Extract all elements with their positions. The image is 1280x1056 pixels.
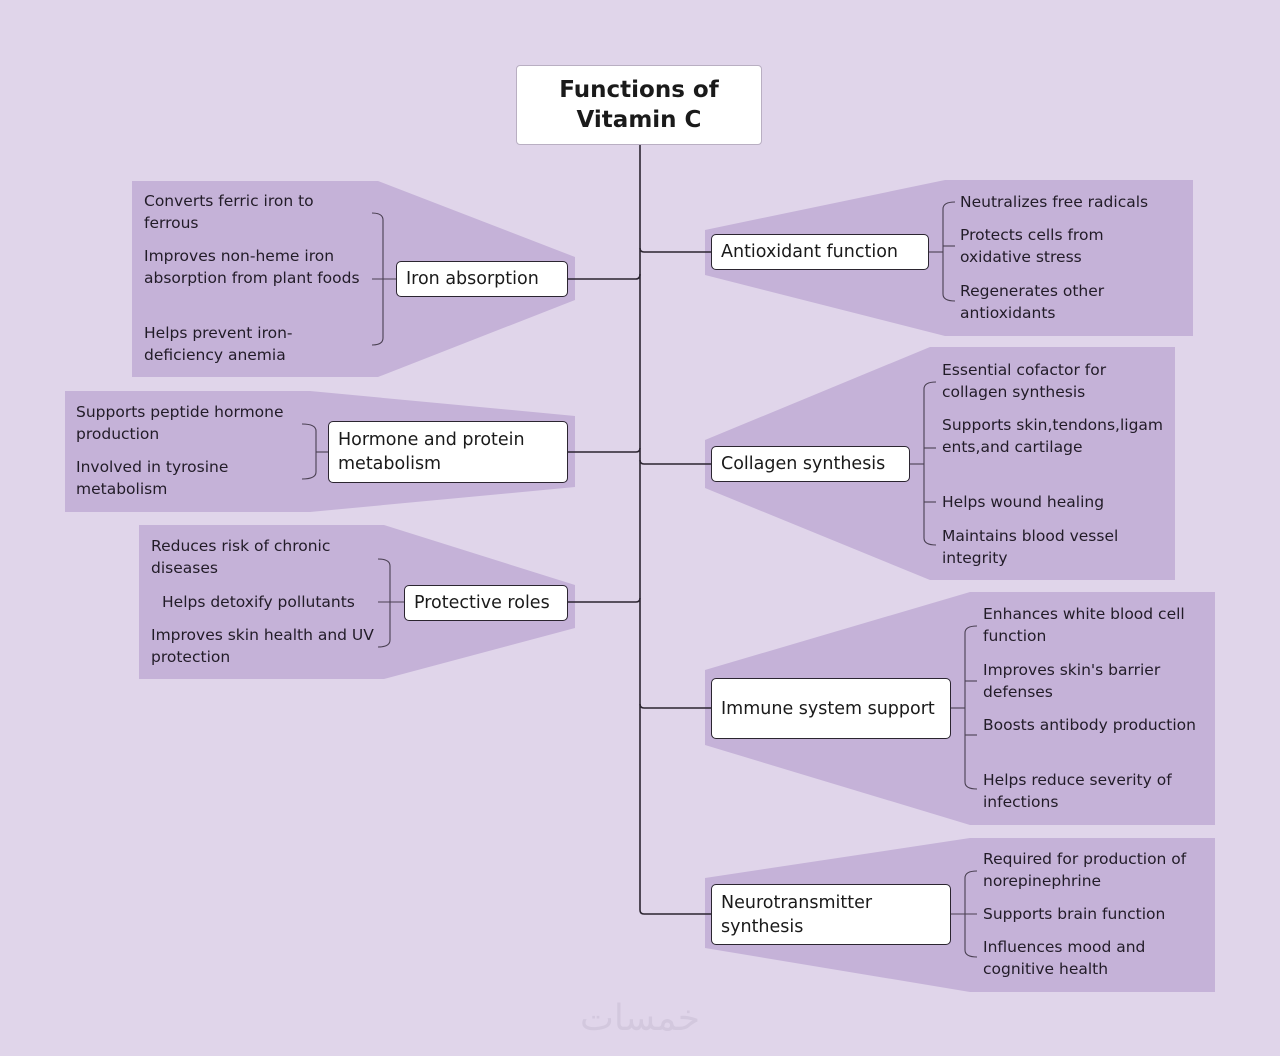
subtopic-protective-2[interactable]: Helps detoxify pollutants (162, 593, 355, 611)
subtopic-iron-3[interactable]: Helps prevent iron-deficiency anemia (144, 324, 293, 364)
connector-hormone (568, 447, 641, 453)
topic-iron-absorption[interactable]: Iron absorption (396, 261, 568, 297)
subtopic-protective-1[interactable]: Reduces risk of chronic diseases (151, 537, 331, 577)
callout-iron (132, 181, 575, 377)
subtopic-immune-1[interactable]: Enhances white blood cell function (983, 605, 1185, 645)
root-title-line-2: Vitamin C (576, 107, 702, 133)
subtopic-neuro-1[interactable]: Required for production of norepinephrin… (983, 850, 1187, 890)
watermark-logo: خمسات (579, 998, 701, 1039)
bracket-hormone (301, 423, 317, 480)
subtopic-immune-3[interactable]: Boosts antibody production (983, 716, 1196, 734)
bracket-neuro (964, 870, 978, 958)
callout-collagen (705, 347, 1175, 580)
topic-collagen-synthesis[interactable]: Collagen synthesis (711, 446, 910, 482)
topic-immune-system-support[interactable]: Immune system support (711, 678, 951, 739)
root-node[interactable]: Functions of Vitamin C (516, 65, 762, 145)
subtopic-collagen-1[interactable]: Essential cofactor for collagen synthesi… (942, 361, 1107, 401)
subtopic-neuro-2[interactable]: Supports brain function (983, 905, 1166, 923)
subtopic-iron-1[interactable]: Converts ferric iron to ferrous (144, 192, 314, 232)
connector-immune (639, 703, 711, 709)
subtopic-immune-2[interactable]: Improves skin's barrier defenses (983, 661, 1161, 701)
bracket-antioxidant (942, 201, 956, 302)
topic-antioxidant-function[interactable]: Antioxidant function (711, 234, 929, 270)
subtopic-immune-4[interactable]: Helps reduce severity of infections (983, 771, 1172, 811)
callout-antioxidant (705, 180, 1193, 336)
topic-neurotransmitter-synthesis[interactable]: Neurotransmitter synthesis (711, 884, 951, 945)
root-title-line-1: Functions of (559, 77, 719, 103)
topic-protective-roles[interactable]: Protective roles (404, 585, 568, 621)
subtopic-antioxidant-2[interactable]: Protects cells from oxidative stress (960, 226, 1104, 266)
topic-hormone-protein-metabolism[interactable]: Hormone and protein metabolism (328, 421, 568, 483)
connector-iron (568, 273, 641, 280)
connector-protective (568, 597, 641, 603)
bracket-immune (964, 625, 978, 790)
connector-collagen (639, 459, 711, 465)
subtopic-antioxidant-3[interactable]: Regenerates other antioxidants (960, 282, 1105, 322)
subtopic-protective-3[interactable]: Improves skin health and UV protection (151, 626, 374, 666)
bracket-collagen (923, 381, 937, 546)
subtopic-collagen-4[interactable]: Maintains blood vessel integrity (942, 527, 1119, 567)
subtopic-hormone-1[interactable]: Supports peptide hormone production (76, 403, 284, 443)
trunk-bottom-curve (639, 909, 711, 915)
bracket-iron (371, 212, 384, 346)
subtopic-hormone-2[interactable]: Involved in tyrosine metabolism (76, 458, 229, 498)
subtopic-antioxidant-1[interactable]: Neutralizes free radicals (960, 193, 1149, 211)
connector-antioxidant (639, 247, 711, 253)
bracket-protective (377, 558, 391, 648)
subtopic-collagen-2[interactable]: Supports skin,tendons,ligaments,and cart… (942, 416, 1164, 456)
subtopic-collagen-3[interactable]: Helps wound healing (942, 493, 1105, 511)
subtopic-neuro-3[interactable]: Influences mood and cognitive health (983, 938, 1146, 978)
callout-neuro (705, 838, 1215, 992)
callout-protective (139, 525, 575, 679)
subtopic-iron-2[interactable]: Improves non-heme iron absorption from p… (144, 247, 360, 287)
